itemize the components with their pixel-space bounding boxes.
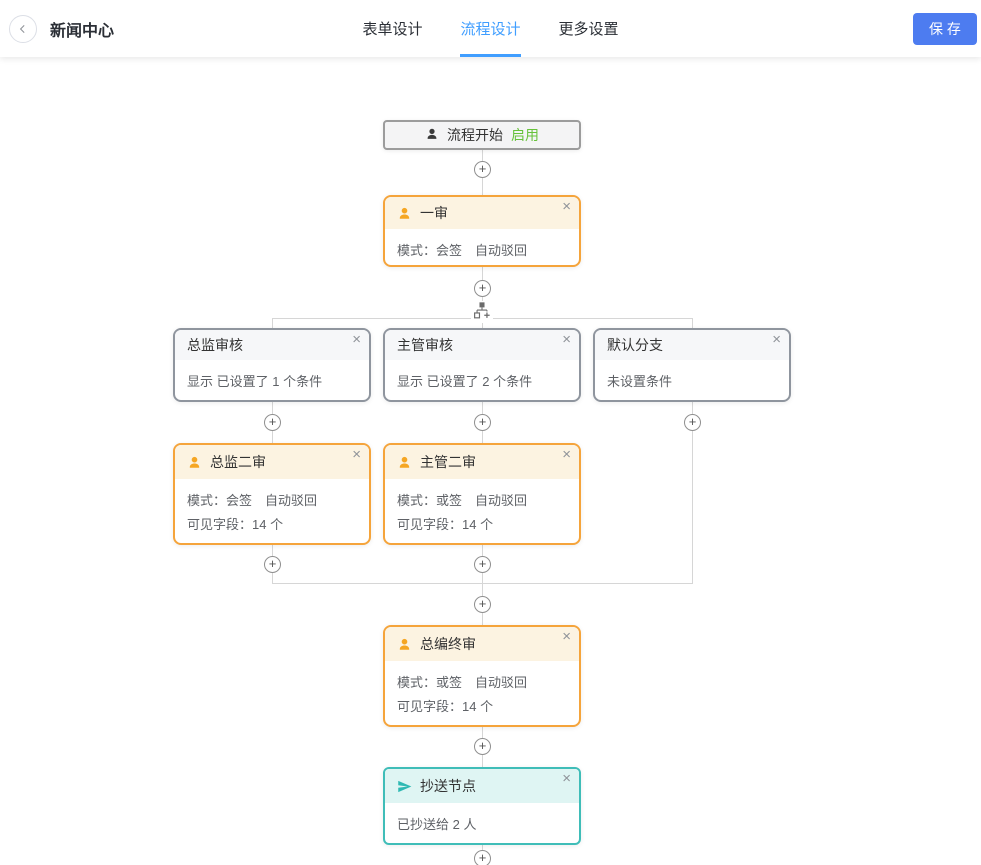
close-icon[interactable]: × [352,331,361,348]
connector-line [272,318,273,328]
add-node-button[interactable]: + [264,556,281,573]
node-title: 一审 [420,205,448,221]
add-node-button[interactable]: + [474,161,491,178]
tab-more-settings[interactable]: 更多设置 [558,21,619,38]
add-branch-button[interactable] [471,301,493,323]
org-chart-plus-icon [473,301,491,324]
close-icon[interactable]: × [562,331,571,348]
close-icon[interactable]: × [562,770,571,787]
close-icon[interactable]: × [352,446,361,463]
node-fields-line: 可见字段：14 个 [397,517,494,532]
add-node-button[interactable]: + [474,280,491,297]
user-icon [397,206,412,221]
condition-summary: 显示 已设置了 1 个条件 [187,374,323,389]
close-icon[interactable]: × [562,628,571,645]
close-icon[interactable]: × [562,446,571,463]
page-title: 新闻中心 [50,22,115,40]
send-plane-icon [397,779,412,794]
condition-summary: 显示 已设置了 2 个条件 [397,374,533,389]
close-icon[interactable]: × [562,198,571,215]
user-icon [187,455,202,470]
node-process-start[interactable]: 流程开始 启用 [383,120,581,150]
node-mode-line: 模式：会签 自动驳回 [397,243,528,258]
save-button[interactable]: 保 存 [913,13,977,45]
user-icon [425,127,439,144]
status-badge: 启用 [511,127,539,143]
user-icon [397,455,412,470]
flow-canvas: + + + + + + + + + + 流程开始 启用 一审 [0,57,981,865]
top-bar: 新闻中心 表单设计 流程设计 更多设置 保 存 [0,0,981,57]
add-node-button[interactable]: + [474,556,491,573]
node-branch-director[interactable]: 总监审核 × 显示 已设置了 1 个条件 [173,328,371,402]
user-icon [397,637,412,652]
add-node-button[interactable]: + [264,414,281,431]
close-icon[interactable]: × [772,331,781,348]
node-title: 总编终审 [420,636,476,652]
add-node-button[interactable]: + [474,850,491,865]
chevron-left-icon [17,23,29,35]
node-title: 总监审核 [187,337,243,353]
node-title: 默认分支 [607,337,663,353]
node-manager-second-review[interactable]: 主管二审 × 模式：或签 自动驳回 可见字段：14 个 [383,443,581,545]
node-final-review[interactable]: 总编终审 × 模式：或签 自动驳回 可见字段：14 个 [383,625,581,727]
add-node-button[interactable]: + [474,738,491,755]
tab-bar: 表单设计 流程设计 更多设置 [0,0,981,57]
node-cc[interactable]: 抄送节点 × 已抄送给 2 人 [383,767,581,845]
node-mode-line: 模式：会签 自动驳回 [187,493,318,508]
node-fields-line: 可见字段：14 个 [397,699,494,714]
add-node-button[interactable]: + [684,414,701,431]
node-mode-line: 模式：或签 自动驳回 [397,493,528,508]
add-node-button[interactable]: + [474,414,491,431]
node-fields-line: 可见字段：14 个 [187,517,284,532]
node-title: 主管审核 [397,337,453,353]
tab-flow-design[interactable]: 流程设计 [460,0,521,57]
node-first-review[interactable]: 一审 × 模式：会签 自动驳回 [383,195,581,267]
connector-line [692,318,693,328]
connector-line [482,267,483,328]
node-mode-line: 模式：或签 自动驳回 [397,675,528,690]
node-director-second-review[interactable]: 总监二审 × 模式：会签 自动驳回 可见字段：14 个 [173,443,371,545]
start-node-title: 流程开始 [447,127,503,143]
node-title: 总监二审 [210,454,266,470]
add-node-button[interactable]: + [474,596,491,613]
node-title: 抄送节点 [420,778,476,794]
cc-summary: 已抄送给 2 人 [397,817,477,832]
back-button[interactable] [9,14,37,43]
node-title: 主管二审 [420,454,476,470]
node-branch-default[interactable]: 默认分支 × 未设置条件 [593,328,791,402]
tab-form-design[interactable]: 表单设计 [362,21,423,38]
condition-summary: 未设置条件 [607,374,673,389]
node-branch-manager[interactable]: 主管审核 × 显示 已设置了 2 个条件 [383,328,581,402]
connector-line [692,402,693,583]
